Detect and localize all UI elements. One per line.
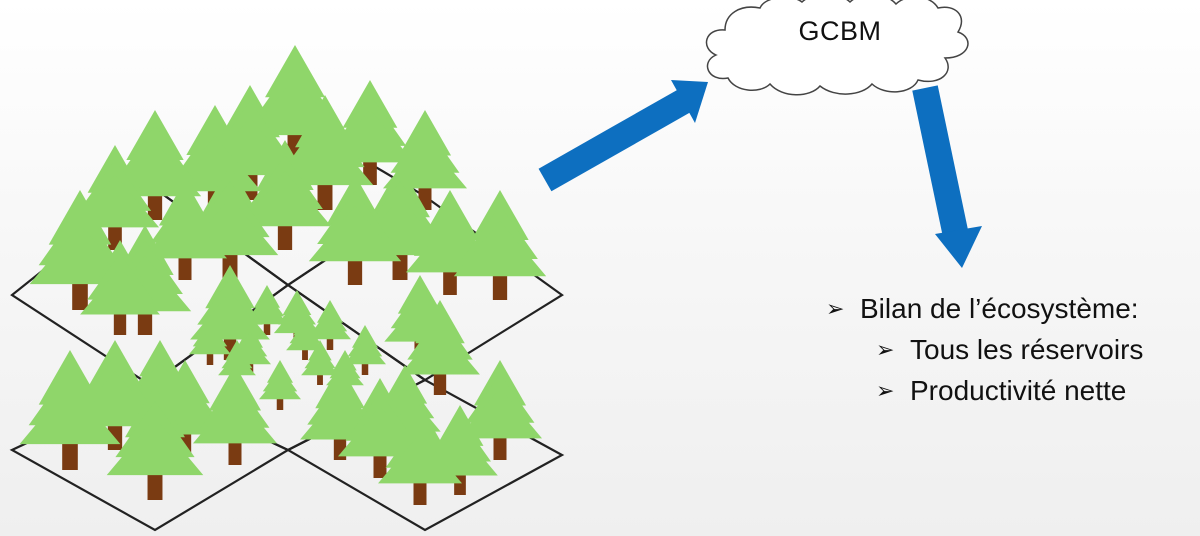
bullet-arrow-icon: ➢ — [876, 337, 895, 362]
tree-crown — [259, 374, 301, 400]
tree-trunk — [263, 323, 271, 335]
large-tree-icon — [308, 175, 402, 285]
tree-trunk — [492, 273, 508, 300]
tree-crown — [80, 266, 160, 315]
tree-crown — [301, 352, 339, 376]
tree-trunk — [62, 441, 78, 470]
large-tree-icon — [378, 405, 462, 505]
tree-crown — [238, 171, 332, 227]
tree-crown — [453, 221, 547, 277]
tree-crown — [189, 329, 231, 355]
tree-trunk — [113, 312, 127, 335]
tree-trunk — [302, 349, 308, 360]
results-list: ➢ Bilan de l’écosystème: ➢ Tous les réserv… — [826, 288, 1143, 411]
bullet-sub-text-2: Productivité nette — [910, 375, 1127, 406]
large-tree-icon — [80, 240, 160, 335]
small-tree-icon — [259, 360, 301, 410]
bullet-arrow-icon: ➢ — [876, 378, 895, 403]
tree-trunk — [206, 353, 214, 365]
large-tree-icon — [238, 140, 332, 250]
bullet-arrow-icon: ➢ — [826, 296, 845, 321]
large-tree-icon — [193, 365, 277, 465]
arrow-to-results — [912, 85, 982, 268]
tree-crown — [458, 388, 542, 439]
tree-trunk — [72, 281, 88, 310]
tree-trunk — [147, 193, 163, 220]
cloud-shape — [705, 0, 969, 96]
tree-crown — [344, 339, 386, 365]
tree-trunk — [373, 454, 387, 478]
tree-trunk — [443, 269, 457, 295]
large-tree-icon — [453, 190, 547, 300]
large-tree-icon — [400, 300, 480, 395]
tree-crown — [168, 136, 262, 192]
small-tree-icon — [309, 300, 351, 350]
tree-trunk — [317, 182, 333, 210]
tree-crown — [19, 383, 121, 445]
tree-trunk — [317, 374, 323, 385]
tree-trunk — [147, 472, 163, 500]
large-tree-icon — [143, 180, 227, 280]
bullet-all-pools: ➢ Tous les réservoirs — [826, 329, 1143, 370]
tree-trunk — [493, 436, 507, 460]
tree-crown — [143, 208, 227, 259]
tree-crown — [106, 417, 204, 476]
tree-trunk — [361, 363, 369, 375]
tree-crown — [309, 314, 351, 340]
tree-trunk — [347, 258, 363, 285]
large-tree-icon — [19, 350, 121, 470]
tree-trunk — [137, 308, 153, 335]
bullet-sub-text-1: Tous les réservoirs — [910, 334, 1144, 365]
bullet-net-productivity: ➢ Productivité nette — [826, 370, 1143, 411]
tree-trunk — [413, 481, 427, 505]
tree-crown — [193, 393, 277, 444]
tree-crown — [286, 327, 324, 351]
tree-trunk — [333, 437, 347, 460]
tree-crown — [400, 326, 480, 375]
large-tree-icon — [458, 360, 542, 460]
small-tree-icon — [344, 325, 386, 375]
bullet-ecosystem-balance: ➢ Bilan de l’écosystème: — [826, 288, 1143, 329]
tree-trunk — [228, 441, 242, 465]
tree-trunk — [454, 473, 466, 495]
tree-trunk — [277, 223, 293, 250]
bullet-main-text: Bilan de l’écosystème: — [860, 293, 1139, 324]
small-tree-icon — [189, 315, 231, 365]
large-tree-icon — [106, 385, 204, 500]
forest-trees — [19, 45, 547, 505]
tree-trunk — [326, 338, 334, 350]
tree-trunk — [276, 398, 284, 410]
gcbm-cloud — [705, 0, 969, 96]
tree-trunk — [433, 372, 447, 395]
small-tree-icon — [286, 315, 324, 360]
tree-crown — [378, 433, 462, 484]
tree-crown — [308, 206, 402, 262]
tree-crown — [218, 352, 256, 376]
small-tree-icon — [301, 340, 339, 385]
gcbm-label: GCBM — [798, 16, 882, 46]
tree-trunk — [178, 256, 192, 280]
arrow-to-gcbm — [538, 80, 708, 192]
